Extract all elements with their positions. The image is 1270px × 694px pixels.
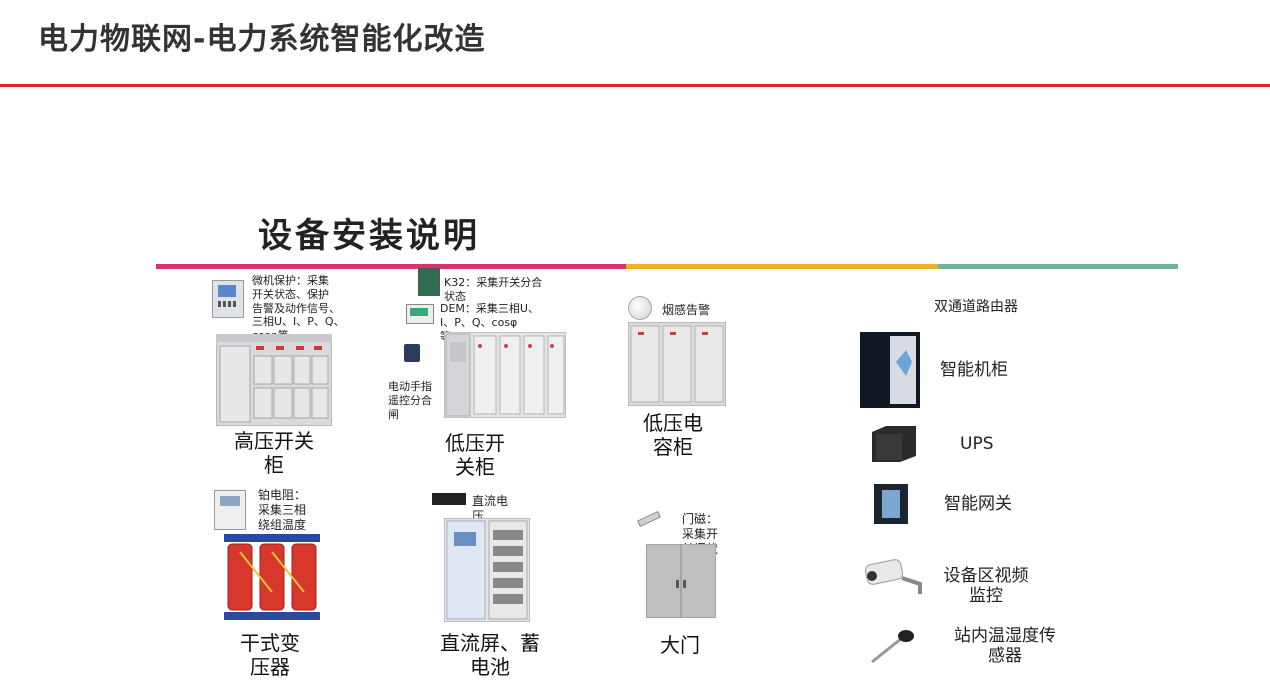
transformer-note: 铂电阻： 采集三相 绕组温度 (258, 488, 307, 532)
pt-resistor-icon (214, 490, 246, 530)
ups-label: UPS (960, 434, 994, 454)
temp-sensor-icon (871, 630, 914, 664)
electric-finger-note: 电动手指 遥控分合 闸 (388, 380, 432, 421)
router-label: 双通道路由器 (934, 299, 1018, 315)
ups-icon (872, 426, 916, 462)
lv-cabinet-label: 低压开 关柜 (445, 431, 505, 479)
dc-screen-label: 直流屏、蓄 电池 (440, 631, 540, 679)
camera-icon (864, 559, 922, 594)
k32-module-icon (418, 268, 440, 296)
dem-meter-icon (406, 304, 434, 324)
stripe-green (938, 264, 1178, 269)
stripe-pink (156, 264, 626, 269)
smoke-detector-icon (628, 296, 652, 320)
dry-transformer-icon (224, 534, 320, 620)
section-title: 设备安装说明 (258, 216, 480, 256)
electric-finger-icon (404, 344, 420, 362)
camera-label: 设备区视频 监控 (943, 566, 1029, 607)
door-magnet-icon (637, 510, 661, 528)
header-divider (0, 84, 1270, 87)
dem-note: DEM：采集三相U、 I、P、Q、cosφ 等 (440, 302, 539, 343)
stripe-yellow (626, 264, 938, 269)
lv-switchgear-icon (444, 332, 566, 418)
capacitor-cabinet-icon (628, 322, 726, 406)
gate-label: 大门 (660, 633, 700, 657)
page-title: 电力物联网-电力系统智能化改造 (38, 22, 486, 57)
transformer-label: 干式变 压器 (240, 631, 300, 679)
protection-relay-icon (212, 280, 244, 318)
smoke-note: 烟感告警 (662, 303, 711, 317)
smart-cabinet-label: 智能机柜 (940, 360, 1008, 380)
smart-gateway-icon (874, 484, 908, 524)
hv-cabinet-note: 微机保护：采集 开关状态、保护 告警及动作信号、 三相U、I、P、Q、 cosφ… (252, 274, 345, 342)
k32-note: K32：采集开关分合 状态 (444, 276, 543, 303)
capacitor-cabinet-label: 低压电 容柜 (643, 411, 703, 459)
hv-cabinet-label: 高压开关 柜 (234, 429, 314, 477)
gate-door-icon (646, 544, 716, 618)
smart-cabinet-icon (860, 332, 920, 408)
temp-sensor-label: 站内温湿度传 感器 (954, 626, 1056, 667)
dc-voltage-meter-icon (432, 493, 466, 505)
smart-gateway-label: 智能网关 (944, 494, 1012, 514)
dc-screen-icon (444, 518, 530, 622)
hv-switchgear-icon (216, 334, 332, 426)
